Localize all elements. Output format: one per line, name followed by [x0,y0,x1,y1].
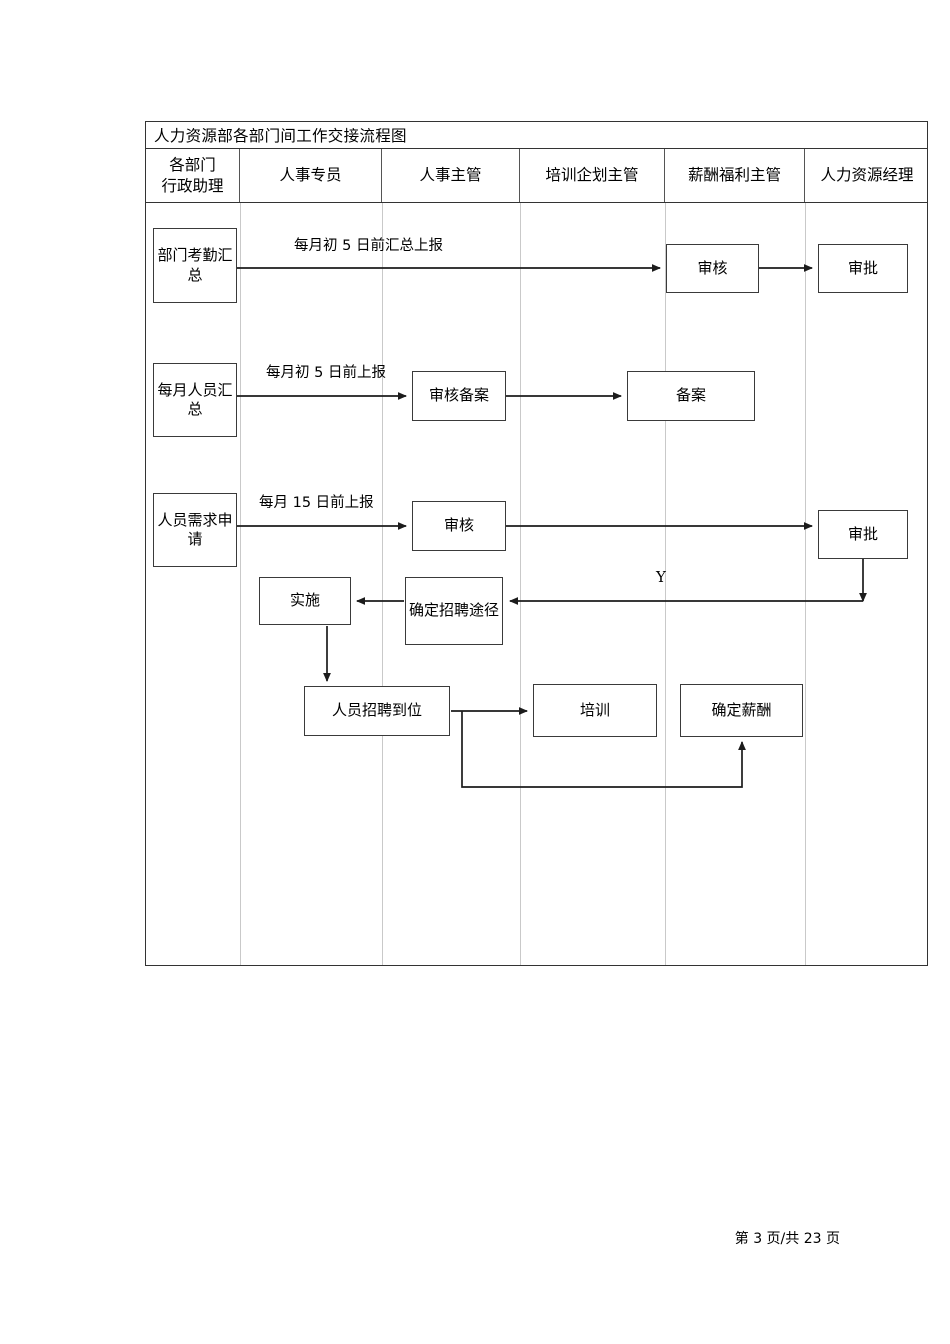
column-header-training-planning-supervisor: 培训企划主管 [520,149,665,202]
node-monthly-staff-summary[interactable]: 每月人员汇总 [153,363,237,437]
column-header-admin-assistant: 各部门 行政助理 [146,149,240,202]
node-implement[interactable]: 实施 [259,577,351,625]
flowchart-title-bar: 人力资源部各部门间工作交接流程图 [146,122,927,149]
column-header-line1: 培训企划主管 [545,166,639,185]
node-review-and-file[interactable]: 审核备案 [412,371,506,421]
node-staffing-request[interactable]: 人员需求申请 [153,493,237,567]
column-header-line1: 薪酬福利主管 [687,166,781,185]
node-determine-channel[interactable]: 确定招聘途径 [405,577,503,645]
column-header-line2: 行政助理 [161,176,224,195]
node-attendance-approve[interactable]: 审批 [818,244,908,293]
edge-label-request-report: 每月 15 日前上报 [259,495,374,511]
column-header-hr-manager: 人力资源经理 [805,149,929,202]
flowchart-table: 人力资源部各部门间工作交接流程图 各部门 行政助理 人事专员 人事主管 培训企划… [145,121,928,966]
node-attendance-summary[interactable]: 部门考勤汇总 [153,228,237,303]
lane-divider-3 [520,203,521,965]
column-header-line1: 人事主管 [419,166,482,185]
column-header-hr-supervisor: 人事主管 [382,149,520,202]
node-attendance-review[interactable]: 审核 [666,244,759,293]
lane-divider-4 [665,203,666,965]
lane-divider-5 [805,203,806,965]
node-determine-salary[interactable]: 确定薪酬 [680,684,803,737]
column-header-row: 各部门 行政助理 人事专员 人事主管 培训企划主管 薪酬福利主管 人力资源经理 [146,149,927,203]
page-footer: 第 3 页/共 23 页 [734,1231,840,1247]
column-header-line1: 各部门 [169,156,216,175]
node-recruitment-complete[interactable]: 人员招聘到位 [304,686,450,736]
node-request-review[interactable]: 审核 [412,501,506,551]
column-header-line1: 人事专员 [279,166,342,185]
edge-label-yes-branch: Y [656,568,666,586]
page-title: 人力资源部各部门间工作交接流程图 [154,127,407,145]
node-training[interactable]: 培训 [533,684,657,737]
lane-divider-2 [382,203,383,965]
node-filing[interactable]: 备案 [627,371,755,421]
column-header-hr-specialist: 人事专员 [240,149,382,202]
edge-label-attendance-report: 每月初 5 日前汇总上报 [294,238,443,254]
edge-label-staff-report: 每月初 5 日前上报 [266,365,386,381]
node-request-approve[interactable]: 审批 [818,510,908,559]
lane-divider-1 [240,203,241,965]
column-header-compensation-benefits-supervisor: 薪酬福利主管 [665,149,805,202]
column-header-line1: 人力资源经理 [820,166,914,185]
